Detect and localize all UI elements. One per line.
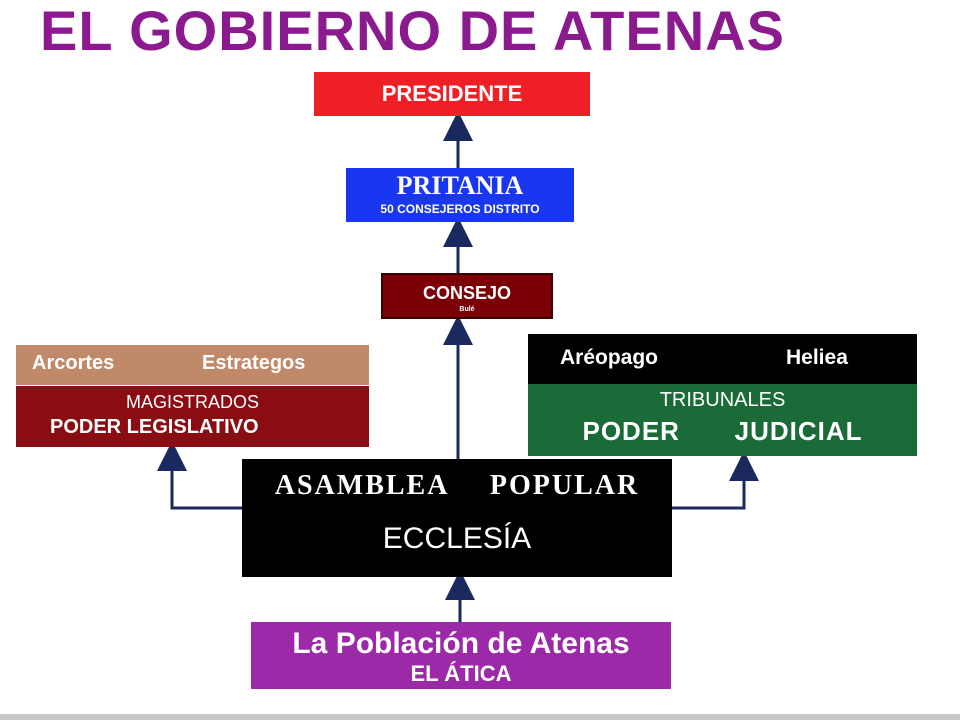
presidente-box: PRESIDENTE bbox=[314, 72, 590, 116]
poblacion-box: La Población de Atenas EL ÁTICA bbox=[251, 622, 671, 689]
arrow-asamblea-to-magistrados bbox=[157, 441, 242, 510]
pritania-box: PRITANIA 50 CONSEJEROS DISTRITO bbox=[346, 168, 574, 222]
arrow-asamblea-to-tribunales bbox=[672, 451, 759, 510]
pritania-label: PRITANIA bbox=[396, 171, 524, 200]
poder-judicial-label: PODER JUDICIAL bbox=[582, 416, 863, 446]
magistrados-box: MAGISTRADOS PODER LEGISLATIVO bbox=[16, 386, 369, 447]
bottom-divider bbox=[0, 714, 960, 720]
consejo-sublabel: Bulé bbox=[459, 306, 475, 313]
tribunales-header: Aréopago Heliea bbox=[528, 334, 917, 384]
tribunales-label: TRIBUNALES bbox=[659, 389, 786, 411]
asamblea-label: ASAMBLEA POPULAR bbox=[274, 470, 640, 501]
magistrados-label: MAGISTRADOS bbox=[125, 392, 259, 412]
tribunales-box: TRIBUNALES PODER JUDICIAL bbox=[528, 384, 917, 456]
areopago-label: Aréopago bbox=[560, 346, 659, 369]
heliea-label: Heliea bbox=[786, 346, 848, 369]
ecclesia-label: ECCLESÍA bbox=[382, 522, 532, 555]
arcortes-label: Arcortes bbox=[32, 352, 115, 374]
page-title: EL GOBIERNO DE ATENAS bbox=[40, 0, 785, 62]
magistrados-header: Arcortes Estrategos bbox=[16, 345, 369, 385]
pritania-sublabel: 50 CONSEJEROS DISTRITO bbox=[380, 202, 540, 216]
consejo-box: CONSEJO Bulé bbox=[381, 273, 553, 319]
atica-label: EL ÁTICA bbox=[410, 661, 512, 686]
estrategos-label: Estrategos bbox=[202, 352, 306, 374]
poder-legislativo-label: PODER LEGISLATIVO bbox=[50, 416, 259, 438]
asamblea-box: ASAMBLEA POPULAR ECCLESÍA bbox=[242, 459, 672, 577]
presidente-label: PRESIDENTE bbox=[381, 81, 523, 106]
consejo-label: CONSEJO bbox=[422, 283, 512, 303]
poblacion-label: La Población de Atenas bbox=[292, 627, 630, 660]
